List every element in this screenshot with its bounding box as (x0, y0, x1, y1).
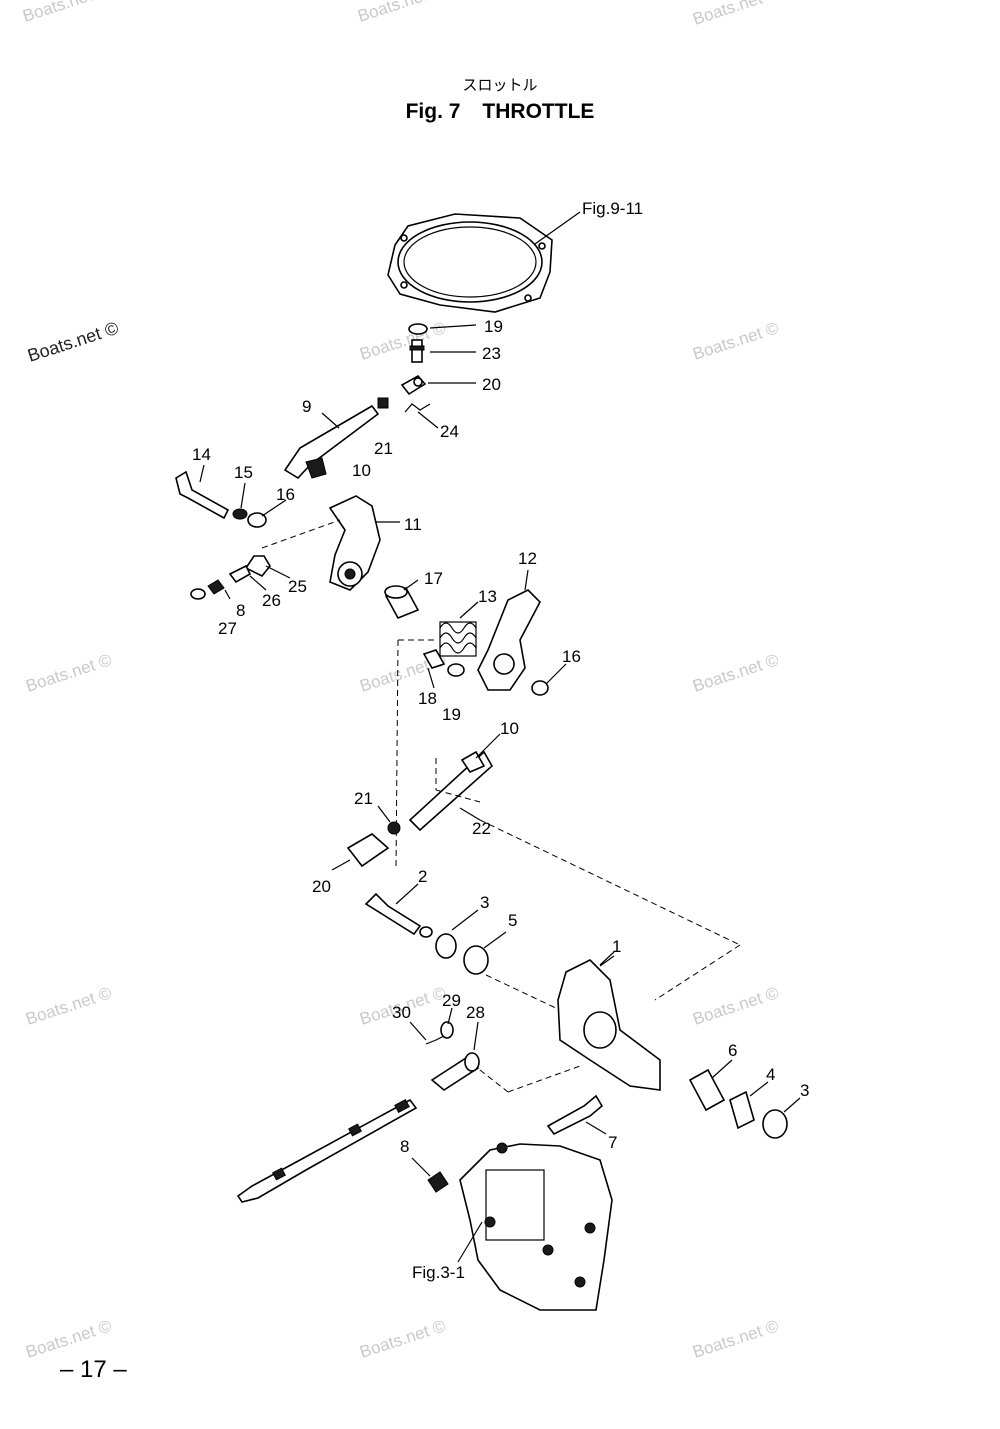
callout-16b: 16 (562, 647, 581, 666)
callout-3b: 3 (800, 1081, 809, 1100)
watermark-text: Boats.net © (690, 318, 781, 364)
return-spring (439, 621, 477, 657)
callout-8b: 8 (400, 1137, 409, 1156)
callout-6: 6 (728, 1041, 737, 1060)
watermark-text: Boats.net © (25, 318, 121, 366)
callout-15: 15 (234, 463, 253, 482)
callout-5: 5 (508, 911, 517, 930)
bolt-and-lever-11 (175, 470, 400, 600)
watermark-text: Boats.net © (690, 0, 781, 29)
callout-2: 2 (418, 867, 427, 886)
callout-25: 25 (288, 577, 307, 596)
callout-18: 18 (418, 689, 437, 708)
callout-12: 12 (518, 549, 537, 568)
watermarks: Boats.net © Boats.net © Boats.net © Boat… (20, 0, 781, 1362)
callout-24: 24 (440, 422, 459, 441)
throttle-rod-upper (283, 397, 389, 480)
figure-number: Fig. 7 (405, 100, 461, 123)
bushing-stack-right (688, 1068, 788, 1139)
callout-1: 1 (612, 937, 621, 956)
ref-fig-3-1[interactable]: Fig.3-1 (412, 1263, 465, 1282)
callout-20b: 20 (312, 877, 331, 896)
callout-16: 16 (276, 485, 295, 504)
throttle-cam-housing (557, 944, 741, 1091)
callout-21b: 21 (354, 789, 373, 808)
callout-19b: 19 (442, 705, 461, 724)
subtitle-japanese: スロットル (462, 76, 538, 94)
callout-10b: 10 (500, 719, 519, 738)
watermark-text: Boats.net © (23, 650, 114, 696)
callout-10: 10 (352, 461, 371, 480)
callout-28: 28 (466, 1003, 485, 1022)
callout-20: 20 (482, 375, 501, 394)
figure-name: THROTTLE (482, 100, 595, 123)
watermark-text: Boats.net © (20, 0, 111, 26)
cable-joint-parts (425, 1021, 581, 1093)
watermark-text: Boats.net © (690, 983, 781, 1029)
pivot-bolt-assembly (364, 892, 561, 1011)
watermark-text: Boats.net © (357, 318, 448, 364)
watermark-text: Boats.net © (355, 0, 446, 26)
callout-9: 9 (302, 397, 311, 416)
top-link-parts (400, 323, 477, 429)
callout-7: 7 (608, 1133, 617, 1152)
callout-13: 13 (478, 587, 497, 606)
flange-gasket (387, 211, 581, 313)
callout-22: 22 (472, 819, 491, 838)
throttle-rod-lower (346, 750, 741, 946)
callout-8: 8 (236, 601, 245, 620)
callout-29: 29 (442, 991, 461, 1010)
watermark-text: Boats.net © (23, 983, 114, 1029)
crankcase-section (457, 1142, 613, 1311)
callout-17: 17 (424, 569, 443, 588)
figure-title: Fig. 7 THROTTLE (0, 100, 1000, 124)
callout-11: 11 (404, 515, 422, 534)
stud-bolt-and-nut (427, 1094, 604, 1193)
leader-lines (199, 464, 801, 1177)
throttle-cable (236, 1098, 418, 1203)
watermark-text: Boats.net © (357, 1316, 448, 1362)
page-number: – 17 – (60, 1356, 127, 1383)
watermark-text: Boats.net © (690, 1316, 781, 1362)
callout-labels: 1 2 3 3 4 5 6 7 8 8 9 10 10 11 12 13 14 … (192, 317, 809, 1156)
callout-23: 23 (482, 344, 501, 363)
callout-21: 21 (374, 439, 393, 458)
watermark-text: Boats.net © (690, 650, 781, 696)
callout-14: 14 (192, 445, 211, 464)
callout-4: 4 (766, 1065, 775, 1084)
return-spring-assembly (384, 569, 549, 871)
ref-fig-9-11[interactable]: Fig.9-11 (582, 199, 643, 218)
watermark-text: Boats.net © (23, 1316, 114, 1362)
callout-19: 19 (484, 317, 503, 336)
callout-30: 30 (392, 1003, 411, 1022)
callout-26: 26 (262, 591, 281, 610)
callout-27: 27 (218, 619, 237, 638)
callout-3: 3 (480, 893, 489, 912)
